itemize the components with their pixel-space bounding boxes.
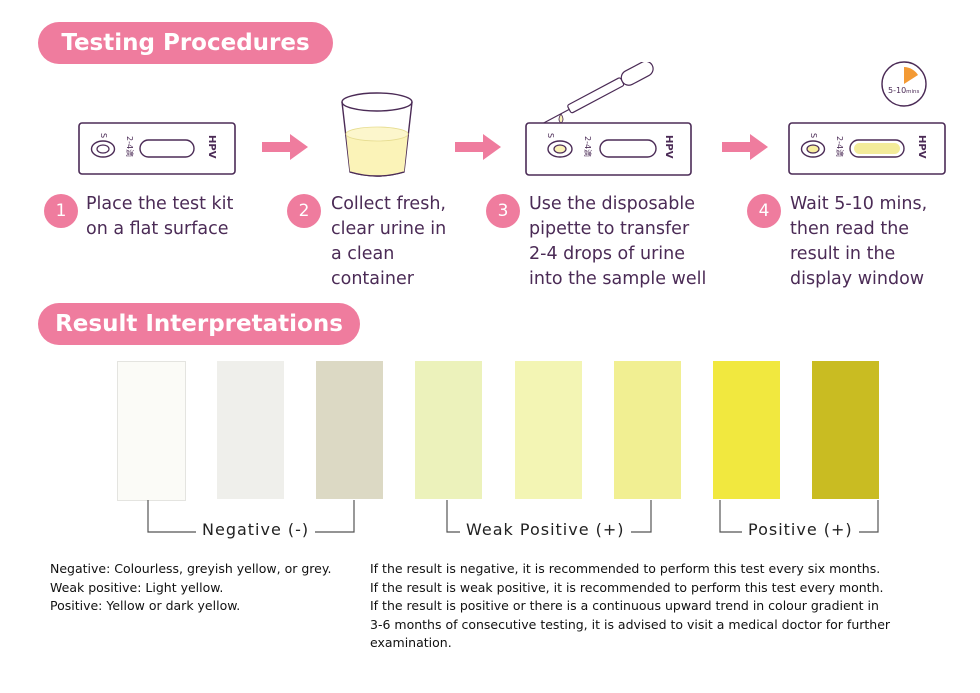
advice-line: examination. [370,635,452,650]
step-3-number: 3 [486,194,520,228]
recommendations: If the result is negative, it is recomme… [370,560,890,653]
timer-icon: 5-10mins [881,61,927,107]
negative-label: Negative (-) [196,520,316,539]
weak-positive-label: Weak Positive (+) [460,520,631,539]
step-4-number: 4 [747,194,781,228]
svg-text:2-4滴: 2-4滴 [583,136,593,157]
urine-cup-icon [341,92,413,177]
step-4-text: Wait 5-10 mins,then read the result in t… [790,194,928,289]
color-swatch [217,361,284,499]
arrow-right-icon [455,134,501,160]
color-swatch [415,361,482,499]
testing-procedures-title: Testing Procedures [38,22,333,64]
definition-line: Negative: Colourless, greyish yellow, or… [50,561,332,576]
color-swatch [812,361,879,499]
color-swatch [515,361,582,499]
advice-line: If the result is negative, it is recomme… [370,561,881,576]
result-definitions: Negative: Colourless, greyish yellow, or… [50,560,331,616]
step-2-number: 2 [287,194,321,228]
svg-text:5-10mins: 5-10mins [888,86,920,95]
test-kit-icon: S 2-4滴 HPV [78,122,236,175]
svg-text:HPV: HPV [206,135,217,159]
positive-label: Positive (+) [742,520,859,539]
color-swatch [316,361,383,499]
color-swatch [614,361,681,499]
svg-text:HPV: HPV [916,135,927,159]
svg-text:2-4滴: 2-4滴 [125,136,135,157]
svg-text:S: S [546,133,555,138]
pipette-kit-icon: S 2-4滴 HPV [525,62,692,176]
advice-line: If the result is weak positive, it is re… [370,579,884,595]
arrow-right-icon [722,134,768,160]
svg-text:S: S [99,133,108,138]
definition-line: Positive: Yellow or dark yellow. [50,598,241,613]
svg-text:2-4滴: 2-4滴 [835,136,845,157]
timer-badge: 5-10mins [880,60,928,108]
result-interpretations-title: Result Interpretations [38,303,360,345]
arrow-right-icon [262,134,308,160]
advice-line: If the result is positive or there is a … [370,598,879,613]
result-kit-icon: S 2-4滴 HPV [788,122,946,175]
definition-line: Weak positive: Light yellow. [50,579,224,595]
svg-text:S: S [809,133,818,138]
color-swatch [713,361,780,499]
step-1-number: 1 [44,194,78,228]
svg-text:HPV: HPV [663,135,674,159]
color-swatch [117,361,186,501]
advice-line: 3-6 months of consecutive testing, it is… [370,616,891,632]
